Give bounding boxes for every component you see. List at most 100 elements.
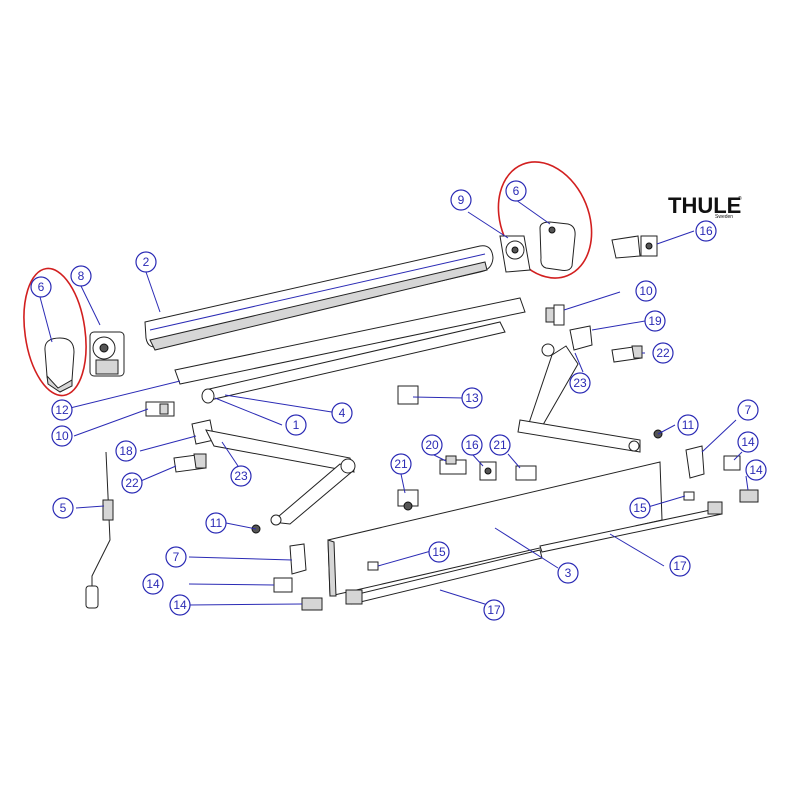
callout-number: 8 — [78, 269, 85, 283]
callout-15: 15 — [428, 541, 450, 563]
callout-circle — [629, 497, 651, 519]
part-14-left-lower — [301, 597, 323, 611]
callout-number: 21 — [394, 457, 408, 471]
part-roller-fabric — [174, 297, 526, 404]
callout-circle — [70, 265, 92, 287]
part-7-right — [685, 445, 705, 479]
part-20 — [439, 455, 467, 475]
callout-16: 16 — [461, 434, 483, 456]
part-15-right — [683, 491, 695, 501]
part-bracket-16-top — [611, 235, 658, 259]
callout-number: 14 — [146, 577, 160, 591]
callout-number: 3 — [565, 566, 572, 580]
callout-number: 16 — [465, 438, 479, 452]
callout-10: 10 — [635, 280, 657, 302]
callout-number: 12 — [55, 403, 69, 417]
callout-circle — [745, 459, 767, 481]
callout-number: 16 — [699, 224, 713, 238]
callout-number: 19 — [648, 314, 662, 328]
callout-14: 14 — [745, 459, 767, 481]
callout-number: 2 — [143, 255, 150, 269]
part-label-13 — [397, 385, 419, 405]
callout-circle — [677, 414, 699, 436]
callout-number: 23 — [234, 469, 248, 483]
callout-15: 15 — [629, 497, 651, 519]
callout-6: 6 — [30, 276, 52, 298]
part-arm-right — [517, 325, 641, 453]
part-rail-17-right — [539, 501, 723, 553]
callout-number: 13 — [465, 391, 479, 405]
callout-circle — [737, 399, 759, 421]
part-15-left — [367, 561, 379, 571]
part-22-left — [173, 453, 207, 473]
callout-2: 2 — [135, 251, 157, 273]
callout-14: 14 — [737, 431, 759, 453]
logo-mark: ® — [738, 195, 742, 202]
callout-circle — [428, 541, 450, 563]
callout-circle — [390, 453, 412, 475]
brand-logo: THULE ® Sweden — [668, 193, 742, 220]
callout-number: 15 — [432, 545, 446, 559]
callout-circle — [461, 387, 483, 409]
callout-number: 23 — [573, 376, 587, 390]
callout-7: 7 — [165, 546, 187, 568]
callout-number: 4 — [339, 406, 346, 420]
callout-3: 3 — [557, 562, 579, 584]
part-21-right — [515, 465, 537, 481]
callout-circle — [644, 310, 666, 332]
callout-circle — [669, 555, 691, 577]
callout-6: 6 — [505, 180, 527, 202]
callout-11: 11 — [205, 512, 227, 534]
callout-circle — [483, 599, 505, 621]
callout-12: 12 — [51, 399, 73, 421]
part-16-middle — [479, 461, 497, 481]
callout-number: 18 — [119, 444, 133, 458]
callout-number: 14 — [173, 598, 187, 612]
part-14-right-upper — [723, 455, 741, 471]
callout-number: 7 — [745, 403, 752, 417]
part-crank-handle — [85, 451, 114, 609]
callout-circle — [135, 251, 157, 273]
callout-21: 21 — [489, 434, 511, 456]
highlight-ellipse-left — [23, 267, 87, 397]
callout-circle — [557, 562, 579, 584]
callout-circle — [652, 342, 674, 364]
callout-circle — [505, 180, 527, 202]
callout-19: 19 — [644, 310, 666, 332]
callout-4: 4 — [331, 402, 353, 424]
callout-number: 14 — [741, 435, 755, 449]
callout-20: 20 — [421, 434, 443, 456]
part-end-cap-left — [44, 337, 75, 393]
callout-circle — [450, 189, 472, 211]
callout-number: 10 — [639, 284, 653, 298]
callout-number: 5 — [60, 501, 67, 515]
callout-circle — [285, 414, 307, 436]
callout-circle — [52, 497, 74, 519]
callout-13: 13 — [461, 387, 483, 409]
callout-circle — [165, 546, 187, 568]
callout-number: 9 — [458, 193, 465, 207]
callout-16: 16 — [695, 220, 717, 242]
callout-circle — [169, 594, 191, 616]
callout-22: 22 — [652, 342, 674, 364]
callout-18: 18 — [115, 440, 137, 462]
callout-circle — [461, 434, 483, 456]
callout-22: 22 — [121, 472, 143, 494]
callout-number: 11 — [682, 418, 695, 432]
part-cassette-profile — [144, 245, 494, 351]
part-14-right-lower — [739, 489, 759, 503]
callout-number: 22 — [656, 346, 670, 360]
callout-number: 1 — [293, 418, 300, 432]
part-21-left — [397, 489, 419, 511]
leader-lines — [39, 199, 749, 606]
callout-14: 14 — [169, 594, 191, 616]
callout-23: 23 — [230, 465, 252, 487]
callout-number: 17 — [487, 603, 501, 617]
callout-circle — [230, 465, 252, 487]
callout-9: 9 — [450, 189, 472, 211]
callout-1: 1 — [285, 414, 307, 436]
callout-circle — [695, 220, 717, 242]
callout-number: 11 — [210, 516, 223, 530]
callout-number: 17 — [673, 559, 687, 573]
